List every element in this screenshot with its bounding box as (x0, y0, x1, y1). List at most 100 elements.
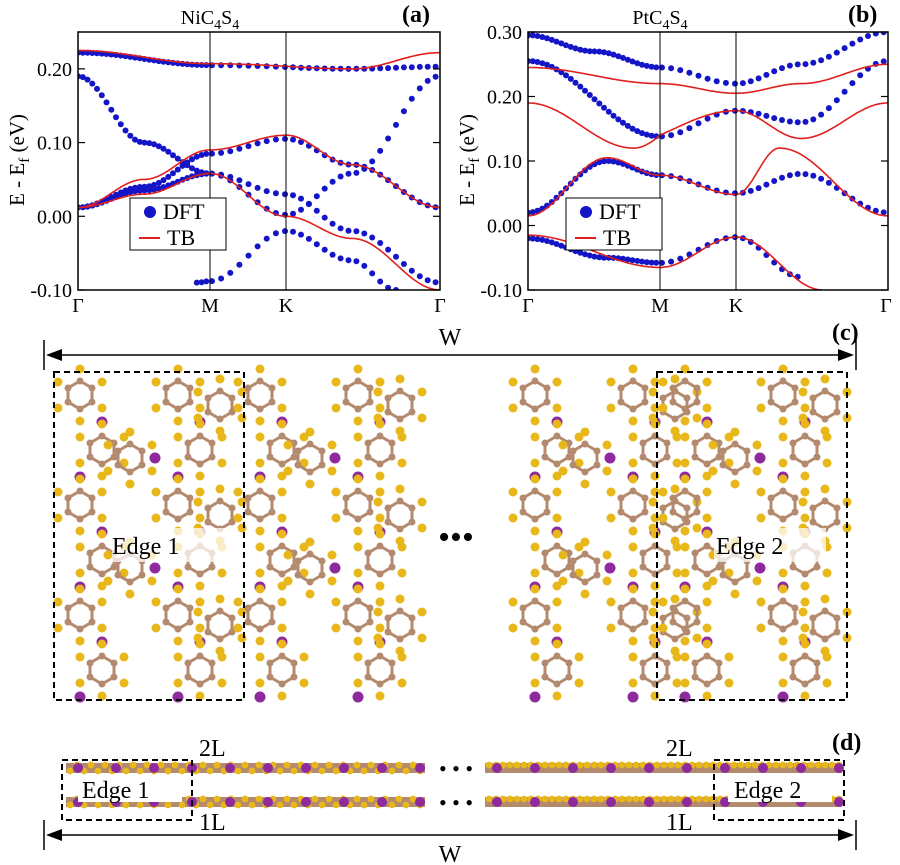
dft-point (174, 166, 181, 173)
dft-point (563, 42, 569, 49)
width-arrowhead-top-right (838, 349, 854, 361)
dft-point (113, 114, 119, 121)
bilayer-panel-d: (d) Edge 1 Edge 2 2L 2L 1L 1L • • • • • … (43, 730, 861, 865)
metal-atom (415, 763, 425, 773)
layer-2l-right: 2L (666, 736, 693, 762)
dft-point (345, 257, 352, 264)
dft-point (615, 116, 622, 123)
edge2-box (656, 371, 848, 701)
sulfur-atom (737, 761, 745, 769)
y-tick-label: 0.00 (37, 206, 72, 228)
dft-point (825, 53, 832, 60)
legend-dft-marker (144, 206, 156, 218)
dft-point (236, 145, 243, 152)
metal-atom (329, 562, 341, 574)
sulfur-atom (660, 795, 668, 803)
sulfur-atom (562, 761, 570, 769)
dft-point (272, 230, 279, 237)
dft-point (771, 68, 778, 75)
sulfur-atom (318, 801, 326, 809)
dft-point (369, 158, 376, 165)
sulfur-atom (136, 767, 144, 775)
sulfur-atom (828, 761, 836, 769)
dft-point (534, 33, 541, 39)
dft-point (272, 190, 279, 197)
dft-point (732, 80, 738, 87)
dft-point (771, 115, 778, 122)
dft-point (146, 140, 153, 147)
dft-point (591, 48, 598, 55)
dft-point (198, 152, 205, 158)
lattice-panel-c: (c) W Edge 1 Edge 2 ••• (43, 320, 859, 703)
dft-point (432, 73, 439, 80)
dft-point (198, 279, 205, 286)
benzene-ring (507, 363, 563, 427)
dft-point (596, 159, 603, 166)
dft-point (236, 177, 243, 184)
sulfur-atom (590, 761, 598, 769)
sulfur-atom (353, 761, 361, 769)
metal-atom (530, 797, 540, 807)
dft-point (810, 116, 817, 123)
sulfur-atom (772, 761, 780, 769)
panel-c-label: (c) (832, 320, 859, 346)
sulfur-atom (555, 761, 563, 769)
dft-point (567, 75, 574, 82)
sulfur-atom (807, 761, 815, 769)
dft-point (880, 209, 887, 216)
metal-atom (754, 452, 766, 464)
metal-atom (492, 763, 502, 773)
dft-point (377, 147, 384, 154)
dft-point (305, 200, 312, 207)
sulfur-atom (311, 761, 319, 769)
dft-point (290, 210, 296, 217)
dft-point (786, 62, 793, 69)
dft-point (227, 148, 234, 155)
metal-atom (187, 763, 197, 773)
sulfur-atom (751, 761, 759, 769)
sulfur-atom (409, 761, 417, 769)
sulfur-atom (241, 795, 249, 803)
dft-point (825, 179, 832, 186)
dft-point (825, 105, 832, 112)
dft-point (802, 61, 809, 68)
dft-point (393, 121, 399, 128)
y-tick-label: -0.10 (480, 280, 522, 302)
sulfur-atom (744, 761, 752, 769)
metal-atom (492, 797, 502, 807)
dft-point (245, 181, 252, 188)
panel-a-label: (a) (402, 2, 430, 28)
panel-b-legend: DFT TB (565, 197, 663, 251)
dft-point (539, 236, 546, 243)
dft-point (771, 178, 778, 184)
metal-atom (796, 763, 806, 773)
dft-point (755, 110, 762, 117)
dft-point (236, 261, 243, 268)
dft-point (345, 170, 352, 177)
sulfur-atom (388, 801, 396, 809)
dft-point (132, 188, 138, 195)
sulfur-atom (674, 795, 682, 803)
benzene-ring (507, 473, 563, 537)
dft-point (254, 243, 261, 250)
sulfur-atom (786, 761, 794, 769)
edge1-box-d (61, 759, 193, 821)
lattice-left-block (52, 363, 428, 703)
sulfur-atom (213, 795, 221, 803)
dft-point (605, 50, 612, 57)
dft-point (802, 118, 809, 125)
dft-point (582, 47, 588, 54)
dft-point (385, 135, 392, 142)
legend-tb-label: TB (167, 225, 195, 250)
dft-point (393, 253, 399, 260)
sulfur-atom (779, 761, 787, 769)
benzene-ring (74, 638, 130, 702)
dft-point (548, 239, 555, 246)
sulfur-atom (597, 761, 605, 769)
dft-point (857, 72, 864, 79)
dft-point (254, 63, 261, 69)
sulfur-atom (213, 761, 221, 769)
panel-b-kpoint-gamma1: Γ (522, 295, 534, 317)
panel-a-ylabel: E - Ef (eV) (5, 114, 33, 206)
dft-point (713, 78, 720, 85)
